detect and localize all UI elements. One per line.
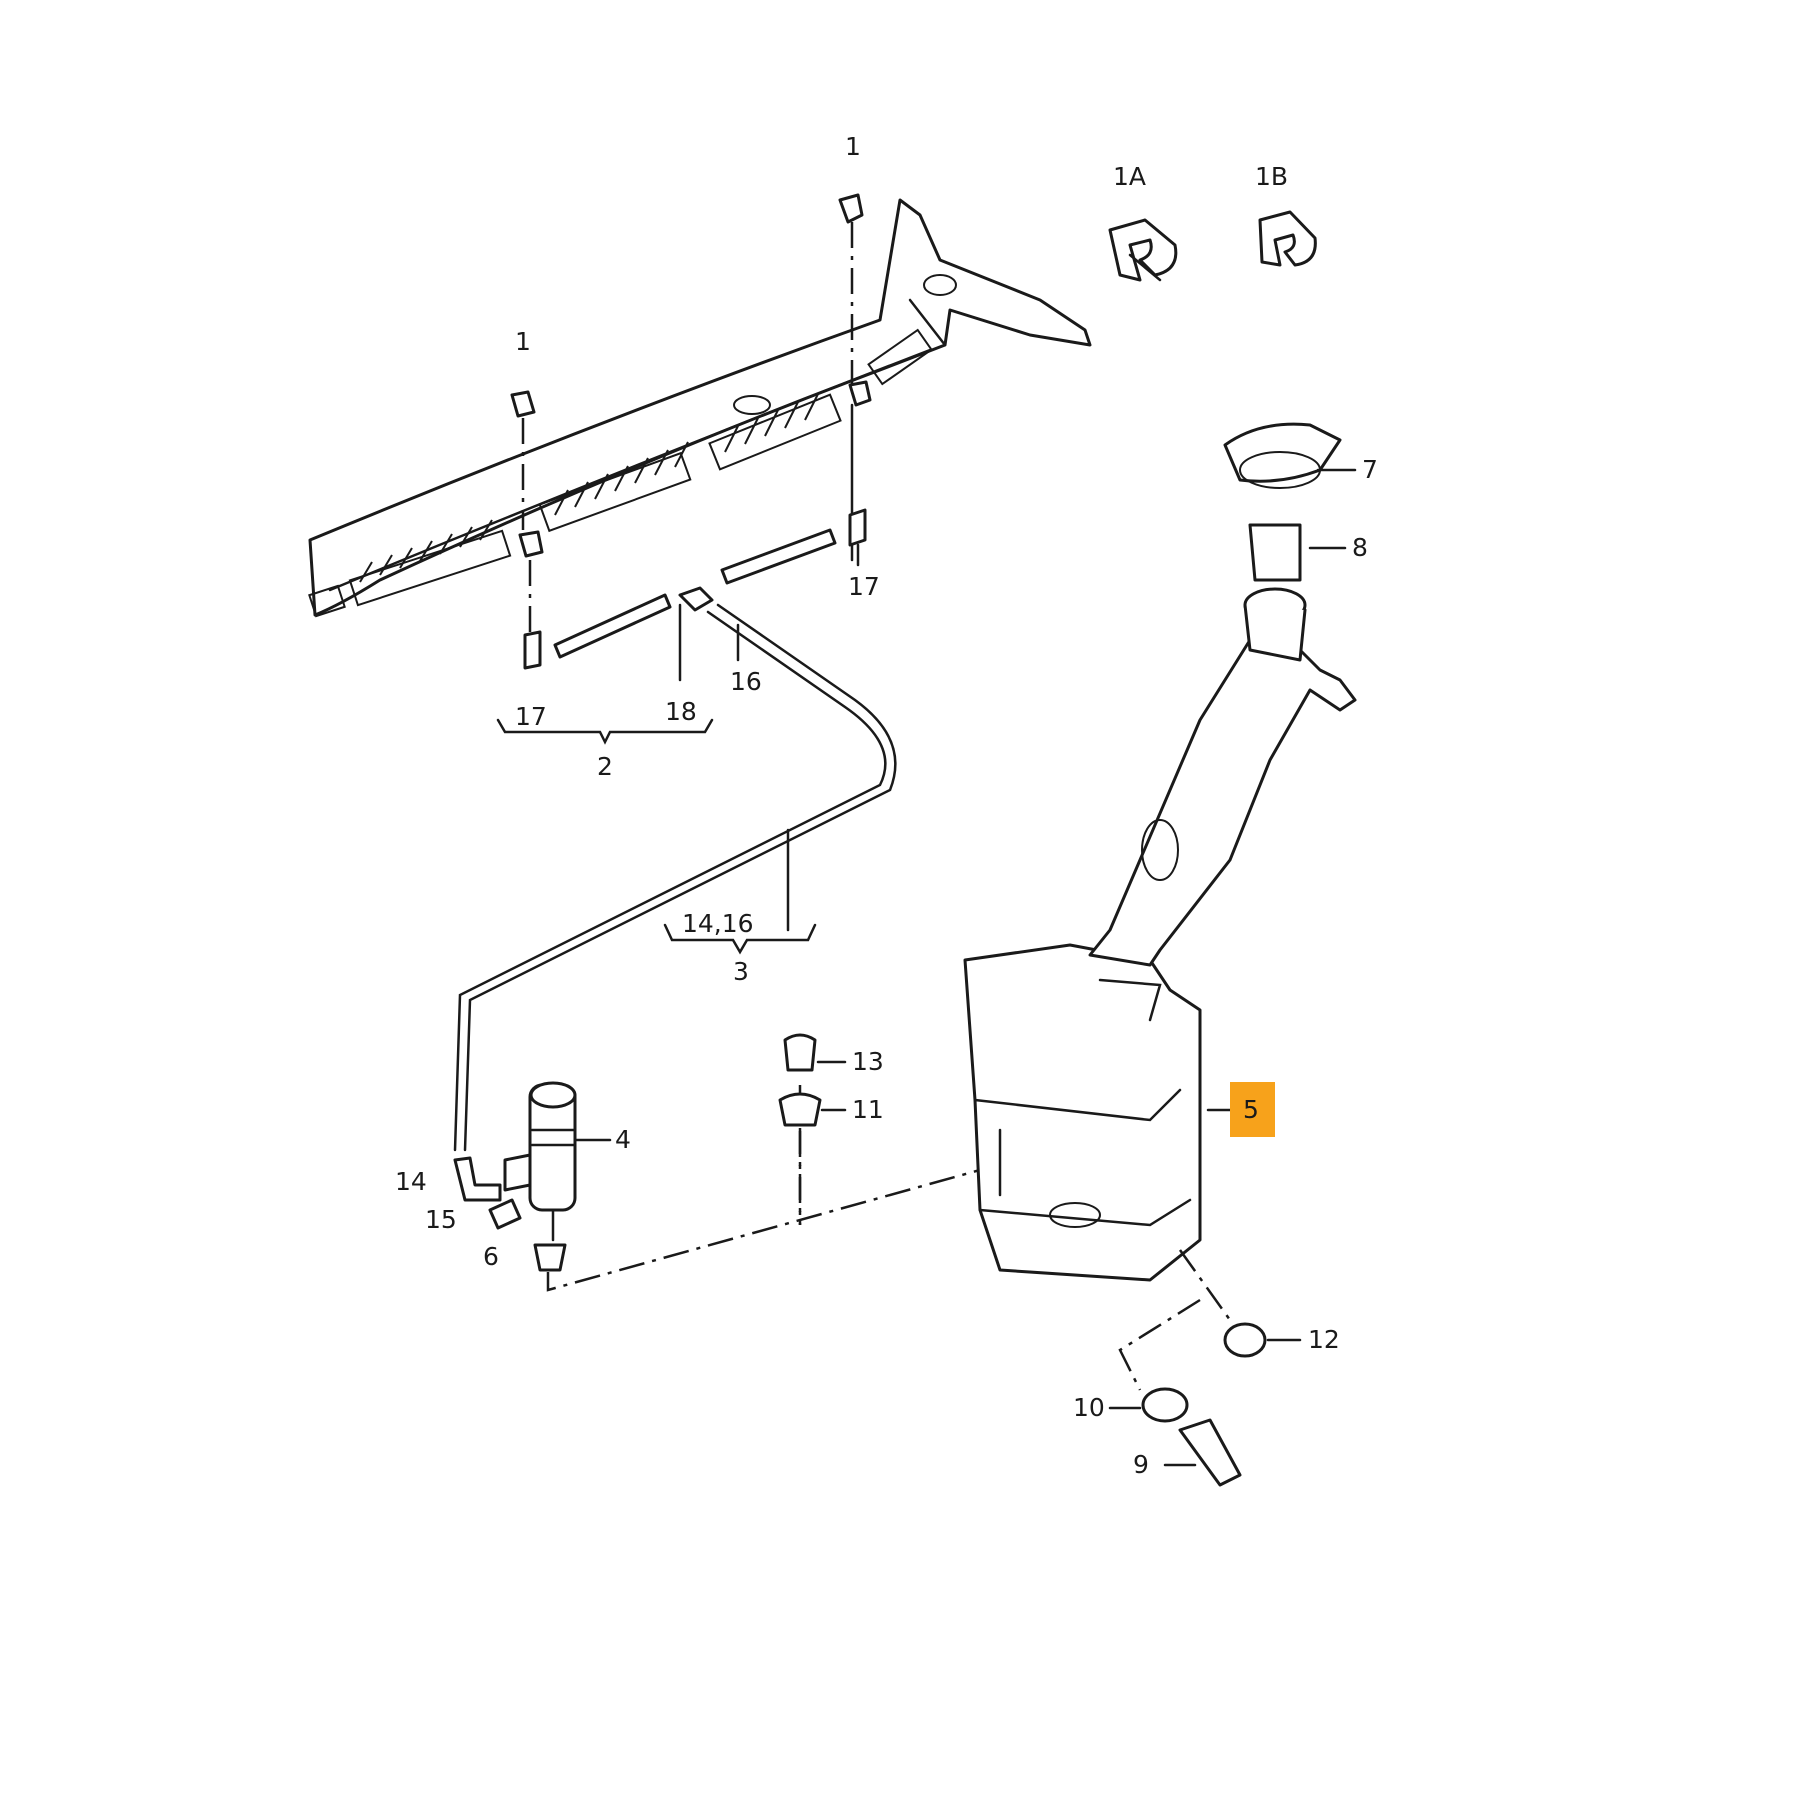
callout-5: 5 — [1243, 1095, 1259, 1124]
callout-13: 13 — [852, 1047, 884, 1076]
grommet-6 — [533, 1243, 567, 1272]
clip-1-left — [510, 390, 544, 635]
callout-labels: 1 1 1A 1B 7 8 17 16 17 18 2 14,16 3 13 1… — [395, 132, 1378, 1479]
callout-8: 8 — [1352, 533, 1368, 562]
callout-17-right: 17 — [848, 572, 880, 601]
washer-reservoir — [963, 943, 1202, 1282]
callout-5-highlight: 5 — [1206, 1082, 1275, 1137]
highlight-box — [1230, 1082, 1275, 1137]
vent-grille — [308, 328, 933, 618]
callout-4: 4 — [615, 1125, 631, 1154]
level-sensor-9 — [1178, 1418, 1242, 1487]
callout-1-top: 1 — [845, 132, 861, 161]
grommet-11 — [778, 1092, 822, 1127]
callout-1a: 1A — [1113, 162, 1146, 191]
spray-hose-assembly — [453, 508, 897, 1152]
callout-15: 15 — [425, 1205, 457, 1234]
callout-9: 9 — [1133, 1450, 1149, 1479]
callout-1b: 1B — [1255, 162, 1288, 191]
callout-14: 14 — [395, 1167, 427, 1196]
callout-2: 2 — [597, 752, 613, 781]
callout-11: 11 — [852, 1095, 884, 1124]
clip-1b — [1258, 210, 1317, 267]
seal-10 — [1141, 1387, 1189, 1423]
strainer — [1248, 523, 1302, 582]
filler-neck — [1088, 587, 1357, 967]
plug-13 — [783, 1033, 817, 1072]
clip-1a — [1108, 218, 1178, 282]
callout-12: 12 — [1308, 1325, 1340, 1354]
washer-pump — [503, 1081, 612, 1242]
plenum-panel — [308, 198, 1092, 618]
callout-3: 3 — [733, 957, 749, 986]
connector-15 — [488, 1198, 522, 1230]
callout-16: 16 — [730, 667, 762, 696]
callout-1-left: 1 — [515, 327, 531, 356]
callout-10: 10 — [1073, 1393, 1105, 1422]
callout-7: 7 — [1362, 455, 1378, 484]
callout-18: 18 — [665, 697, 697, 726]
cover-12 — [1223, 1322, 1267, 1358]
callout-17-left: 17 — [515, 702, 547, 731]
elbow-connector-14 — [453, 1156, 502, 1202]
callout-6: 6 — [483, 1242, 499, 1271]
callout-14-16: 14,16 — [682, 909, 754, 938]
